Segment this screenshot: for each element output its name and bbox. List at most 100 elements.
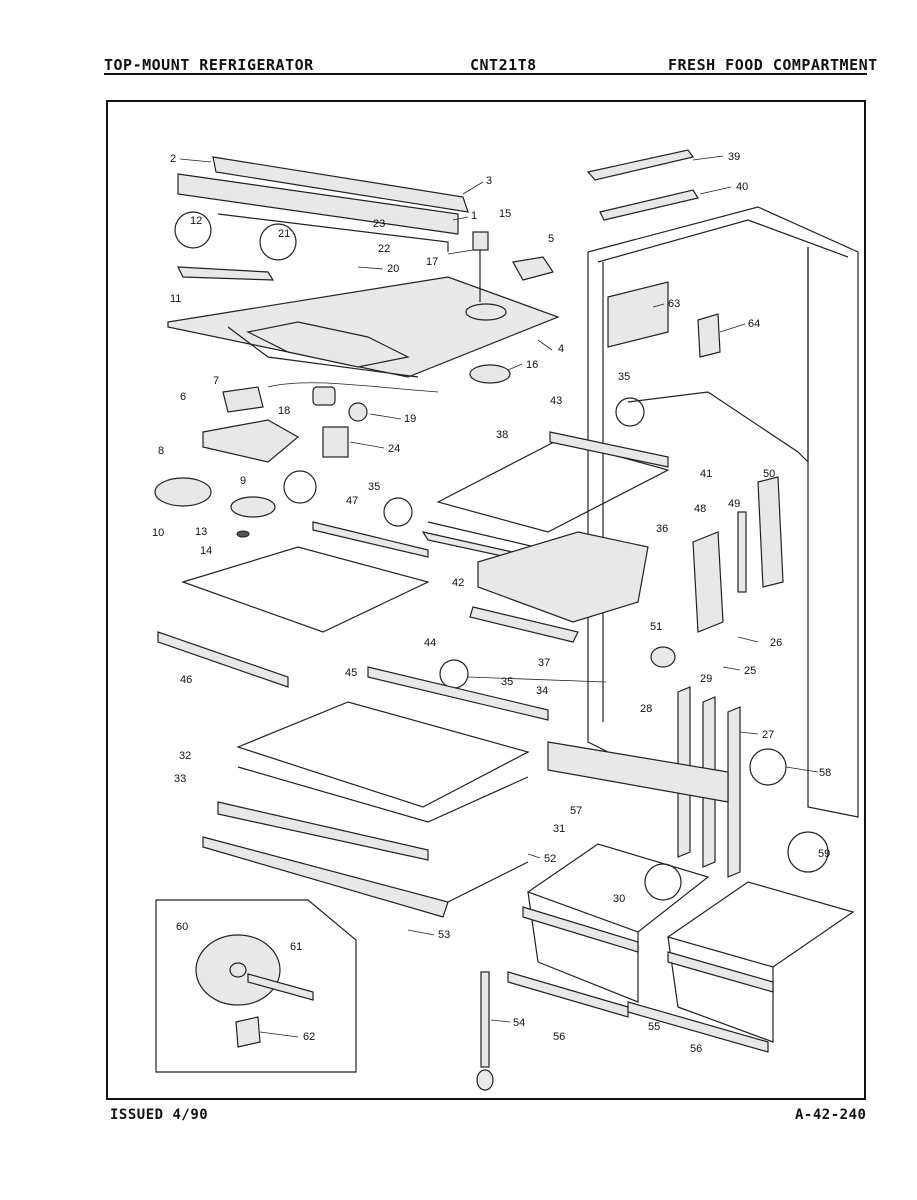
callout-13: 13 (195, 526, 207, 538)
callout-5: 5 (548, 233, 554, 245)
callout-18: 18 (278, 405, 290, 417)
knob-16 (469, 364, 511, 384)
detail-12 (174, 211, 212, 249)
callout-38: 38 (496, 429, 508, 441)
callout-54: 54 (513, 1017, 525, 1029)
callout-4: 4 (558, 343, 564, 355)
callout-45: 45 (345, 667, 357, 679)
panel-57 (547, 741, 729, 803)
callout-30: 30 (613, 893, 625, 905)
inset-wheel-kit (155, 899, 357, 1073)
callout-21: 21 (278, 228, 290, 240)
callout-26: 26 (770, 637, 782, 649)
callout-52: 52 (544, 853, 556, 865)
callout-59: 59 (818, 848, 830, 860)
diagram-frame: 2 3 1 15 23 22 20 17 5 12 21 11 4 7 16 6… (106, 100, 866, 1100)
callout-58: 58 (819, 767, 831, 779)
callout-33: 33 (174, 773, 186, 785)
callout-29: 29 (700, 673, 712, 685)
callout-12: 12 (190, 215, 202, 227)
detail-58 (749, 748, 787, 786)
callout-3: 3 (486, 175, 492, 187)
callout-16: 16 (526, 359, 538, 371)
callout-63: 63 (668, 298, 680, 310)
callout-48: 48 (694, 503, 706, 515)
shelf-lower (202, 666, 549, 918)
detail-35-top (615, 397, 645, 427)
detail-9 (283, 470, 317, 504)
detail-21 (259, 223, 297, 261)
exploded-parts-diagram: 2 3 1 15 23 22 20 17 5 12 21 11 4 7 16 6… (152, 149, 859, 1091)
callout-37: 37 (538, 657, 550, 669)
dial-13 (230, 496, 276, 518)
switch-24 (322, 426, 349, 458)
plate-63 (607, 281, 669, 348)
callout-14: 14 (200, 545, 212, 557)
housing-8 (202, 419, 300, 463)
ceiling-plate (167, 276, 560, 378)
trim-39-40 (586, 149, 699, 221)
callout-64: 64 (748, 318, 760, 330)
callout-43: 43 (550, 395, 562, 407)
callout-40: 40 (736, 181, 748, 193)
crisper-drawers (507, 843, 855, 1053)
bracket-11 (177, 266, 275, 281)
callout-1: 1 (471, 210, 477, 222)
cabinet-liner (587, 206, 859, 818)
meat-drawer-36 (477, 531, 649, 623)
callout-44: 44 (424, 637, 436, 649)
callout-47: 47 (346, 495, 358, 507)
shelf-upper-left (157, 521, 430, 688)
callout-55: 55 (648, 1021, 660, 1033)
callout-41: 41 (700, 468, 712, 480)
callout-24: 24 (388, 443, 400, 455)
callout-6: 6 (180, 391, 186, 403)
rod-54 (476, 971, 494, 1091)
issued-date: ISSUED 4/90 (110, 1107, 209, 1123)
callout-22: 22 (378, 243, 390, 255)
callout-23: 23 (373, 218, 385, 230)
callout-20: 20 (387, 263, 399, 275)
lamp-51 (650, 646, 676, 668)
callout-57: 57 (570, 805, 582, 817)
callout-60: 60 (176, 921, 188, 933)
thermostat-lamp (222, 382, 439, 422)
callout-39: 39 (728, 151, 740, 163)
header-rule (104, 73, 867, 75)
callout-56-right: 56 (690, 1043, 702, 1055)
callout-42: 42 (452, 577, 464, 589)
callout-8: 8 (158, 445, 164, 457)
callout-46: 46 (180, 674, 192, 686)
callout-10: 10 (152, 527, 164, 539)
header-model-number: CNT21T8 (470, 56, 537, 74)
leader-lines (179, 155, 819, 1038)
callout-62: 62 (303, 1031, 315, 1043)
callout-32: 32 (179, 750, 191, 762)
callout-2: 2 (170, 153, 176, 165)
washer-14 (236, 530, 250, 538)
callout-49: 49 (728, 498, 740, 510)
damper-15 (465, 231, 507, 321)
callout-56-left: 56 (553, 1031, 565, 1043)
callout-9: 9 (240, 475, 246, 487)
callout-19: 19 (404, 413, 416, 425)
callout-61: 61 (290, 941, 302, 953)
page-code: A-42-240 (795, 1107, 867, 1123)
callout-35-mid: 35 (368, 481, 380, 493)
header-model-type: TOP-MOUNT REFRIGERATOR (104, 56, 314, 74)
control-panel (177, 156, 469, 252)
callout-51: 51 (650, 621, 662, 633)
callout-27: 27 (762, 729, 774, 741)
header-section: FRESH FOOD COMPARTMENT (668, 56, 878, 74)
callout-25: 25 (744, 665, 756, 677)
detail-59 (787, 831, 829, 873)
callout-31: 31 (553, 823, 565, 835)
bracket-64 (697, 313, 721, 358)
callout-labels: 2 3 1 15 23 22 20 17 5 12 21 11 4 7 16 6… (152, 151, 831, 1055)
detail-30 (644, 863, 682, 901)
callout-17: 17 (426, 256, 438, 268)
control-housing (692, 476, 784, 633)
drawer-cover-37 (469, 606, 579, 643)
callout-34: 34 (536, 685, 548, 697)
clip-5 (512, 256, 554, 281)
